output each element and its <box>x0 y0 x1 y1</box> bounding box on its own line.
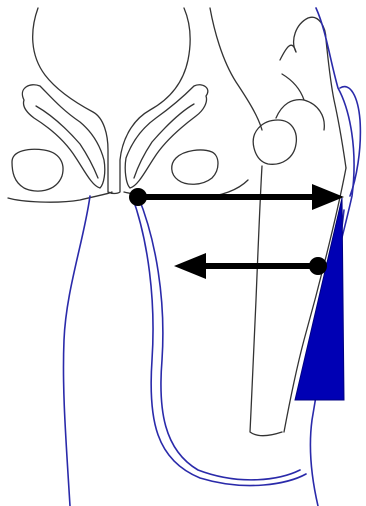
lesser-trochanter <box>280 45 304 100</box>
medial-thigh-outline-inner <box>132 196 306 486</box>
abductor-wedge <box>295 198 344 400</box>
femoral-head <box>253 120 296 164</box>
bone-outlines <box>8 8 346 436</box>
greater-trochanter <box>294 17 346 168</box>
upper-arrow-origin-dot <box>129 188 147 206</box>
right-sacral-wing <box>125 85 208 188</box>
force-arrows <box>129 184 344 279</box>
left-pubic-ramus <box>8 192 112 202</box>
left-sacral-wing <box>22 85 104 188</box>
soft-tissue-outlines <box>63 8 360 506</box>
lower-arrow <box>174 253 327 279</box>
lower-arrowhead <box>174 253 206 279</box>
lower-arrow-origin-dot <box>309 257 327 275</box>
upper-arrowhead <box>312 184 344 210</box>
medial-thigh-outline-outer <box>138 196 300 480</box>
right-obturator-foramen <box>172 150 218 184</box>
left-sacral-wing-inner <box>36 106 98 178</box>
right-pelvic-rim <box>210 8 262 130</box>
femoral-neck <box>276 100 324 130</box>
left-thigh-outline <box>63 196 90 506</box>
sacrum-outline <box>33 8 190 194</box>
femoral-shaft-medial <box>250 166 282 436</box>
left-obturator-foramen <box>12 149 63 191</box>
